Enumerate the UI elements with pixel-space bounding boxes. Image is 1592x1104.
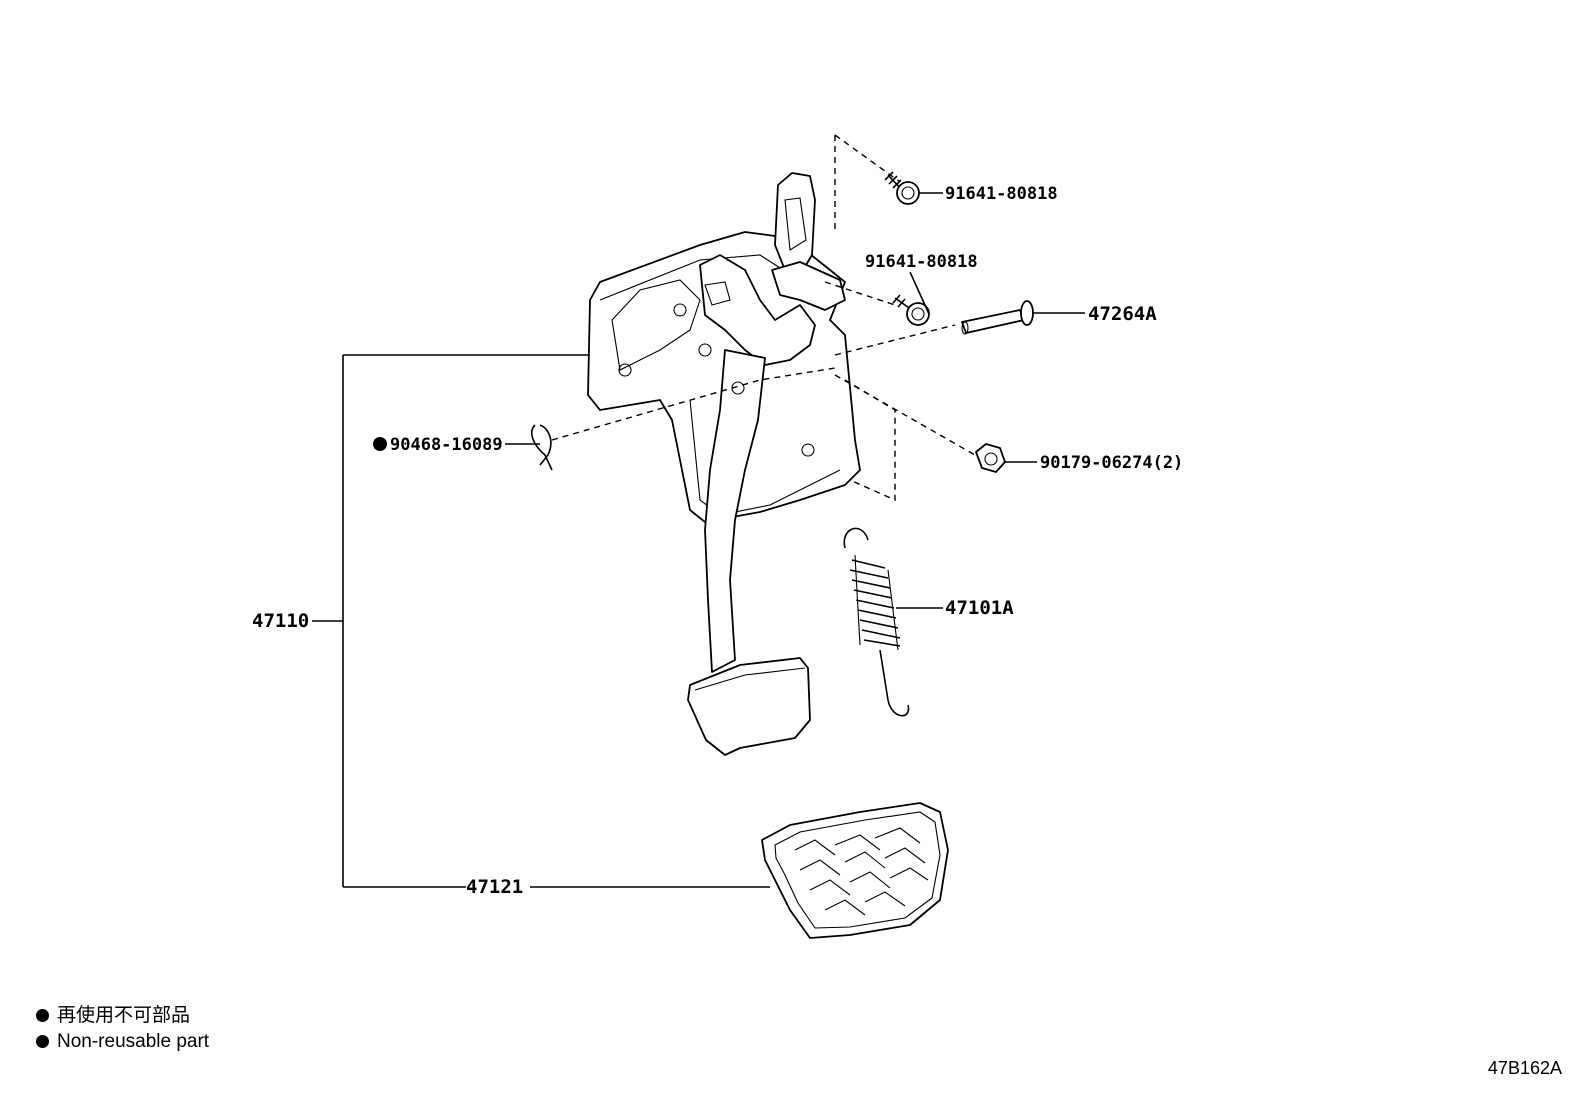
pedal-pad	[761, 802, 949, 939]
leader-lines	[312, 192, 1085, 888]
legend-jp-text: 再使用不可部品	[57, 1005, 191, 1026]
dashed-assembly-lines	[551, 134, 976, 502]
label-clip: 90468-16089	[390, 435, 503, 455]
legend: 再使用不可部品 Non-reusable part	[36, 1003, 209, 1055]
legend-row-jp: 再使用不可部品	[36, 1003, 209, 1029]
upper-bolt	[884, 171, 920, 205]
label-spring: 47101A	[945, 597, 1014, 619]
clip	[531, 424, 553, 471]
nut	[975, 443, 1006, 473]
label-bolt-upper: 91641-80818	[945, 184, 1058, 204]
lower-bolt	[892, 294, 930, 326]
legend-en-text: Non-reusable part	[57, 1031, 210, 1052]
pivot-pin	[961, 300, 1034, 335]
label-bolt-lower: 91641-80818	[865, 252, 978, 272]
return-spring	[843, 527, 910, 717]
label-nut: 90179-06274(2)	[1040, 453, 1183, 473]
label-pad: 47121	[466, 876, 523, 898]
label-pedal-assy: 47110	[252, 610, 309, 632]
bullet-icon	[36, 1035, 49, 1048]
legend-row-en: Non-reusable part	[36, 1029, 209, 1055]
bullet-icon	[36, 1009, 49, 1022]
part-labels: 91641-80818 91641-80818 47264A 90468-160…	[252, 184, 1183, 898]
label-pin: 47264A	[1088, 303, 1157, 325]
pedal-arm	[687, 349, 811, 756]
figure-code: 47B162A	[1487, 1058, 1562, 1078]
non-reusable-marker	[373, 437, 387, 451]
